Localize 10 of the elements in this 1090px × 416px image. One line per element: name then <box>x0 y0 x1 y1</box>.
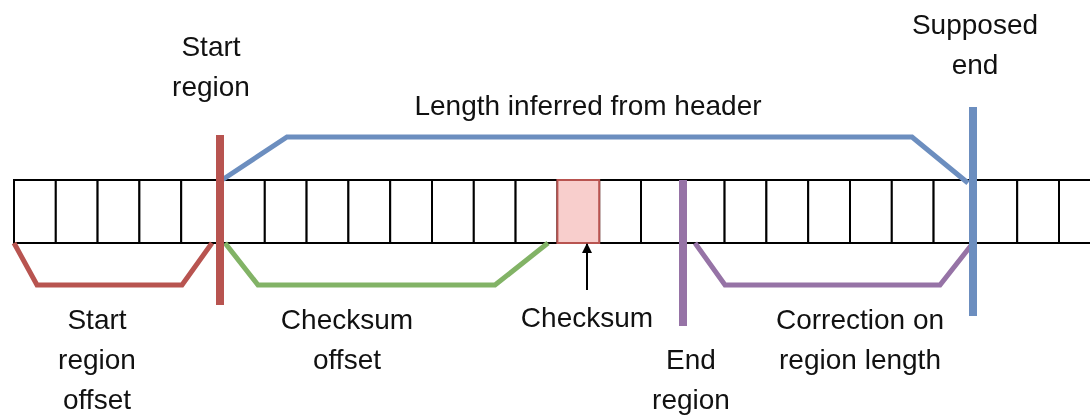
marker-label: Supposed end <box>910 8 1040 82</box>
span-label: Length inferred from header <box>413 89 763 123</box>
span-label: Checksum offset <box>279 303 415 377</box>
span-label: Start region offset <box>57 303 137 416</box>
arrow <box>582 243 592 291</box>
marker-label: Start region <box>171 30 251 104</box>
marker-label: End region <box>651 343 731 416</box>
checksum-cell <box>556 179 601 244</box>
span-label: Correction on region length <box>774 303 946 377</box>
node-label: Checksum <box>520 298 654 338</box>
